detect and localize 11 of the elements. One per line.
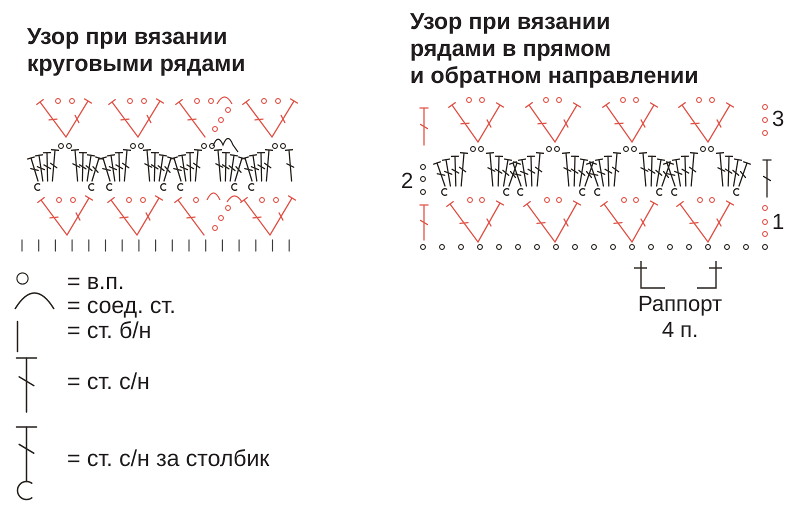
legend-text: = соед. ст. xyxy=(67,292,176,319)
repeat-label: Раппорт 4 п. xyxy=(636,291,724,343)
heading: Узор при вязании круговыми рядами xyxy=(27,23,246,77)
legend-text: = в.п. xyxy=(67,268,124,295)
row-number: 3 xyxy=(772,106,784,132)
row-number: 1 xyxy=(772,209,784,235)
row-number: 2 xyxy=(401,168,414,194)
legend-text: = ст. б/н xyxy=(67,317,152,344)
legend-text: = ст. с/н за столбик xyxy=(67,445,270,472)
legend-text: = ст. с/н xyxy=(67,368,150,395)
heading: Узор при вязании рядами в прямом и обратном направлении xyxy=(410,8,698,89)
